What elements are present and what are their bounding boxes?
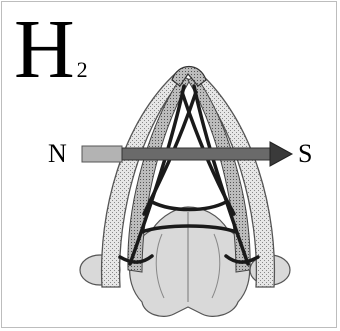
arch-apex: [172, 67, 206, 87]
south-label: S: [298, 141, 312, 167]
heading-subscript: 2: [77, 57, 88, 82]
figure-frame: H2 N S: [1, 1, 337, 328]
north-label: N: [48, 141, 67, 167]
heading-letter: H: [14, 3, 75, 96]
diagram-heading: H2: [14, 8, 88, 92]
north-south-arrow: [82, 142, 292, 166]
